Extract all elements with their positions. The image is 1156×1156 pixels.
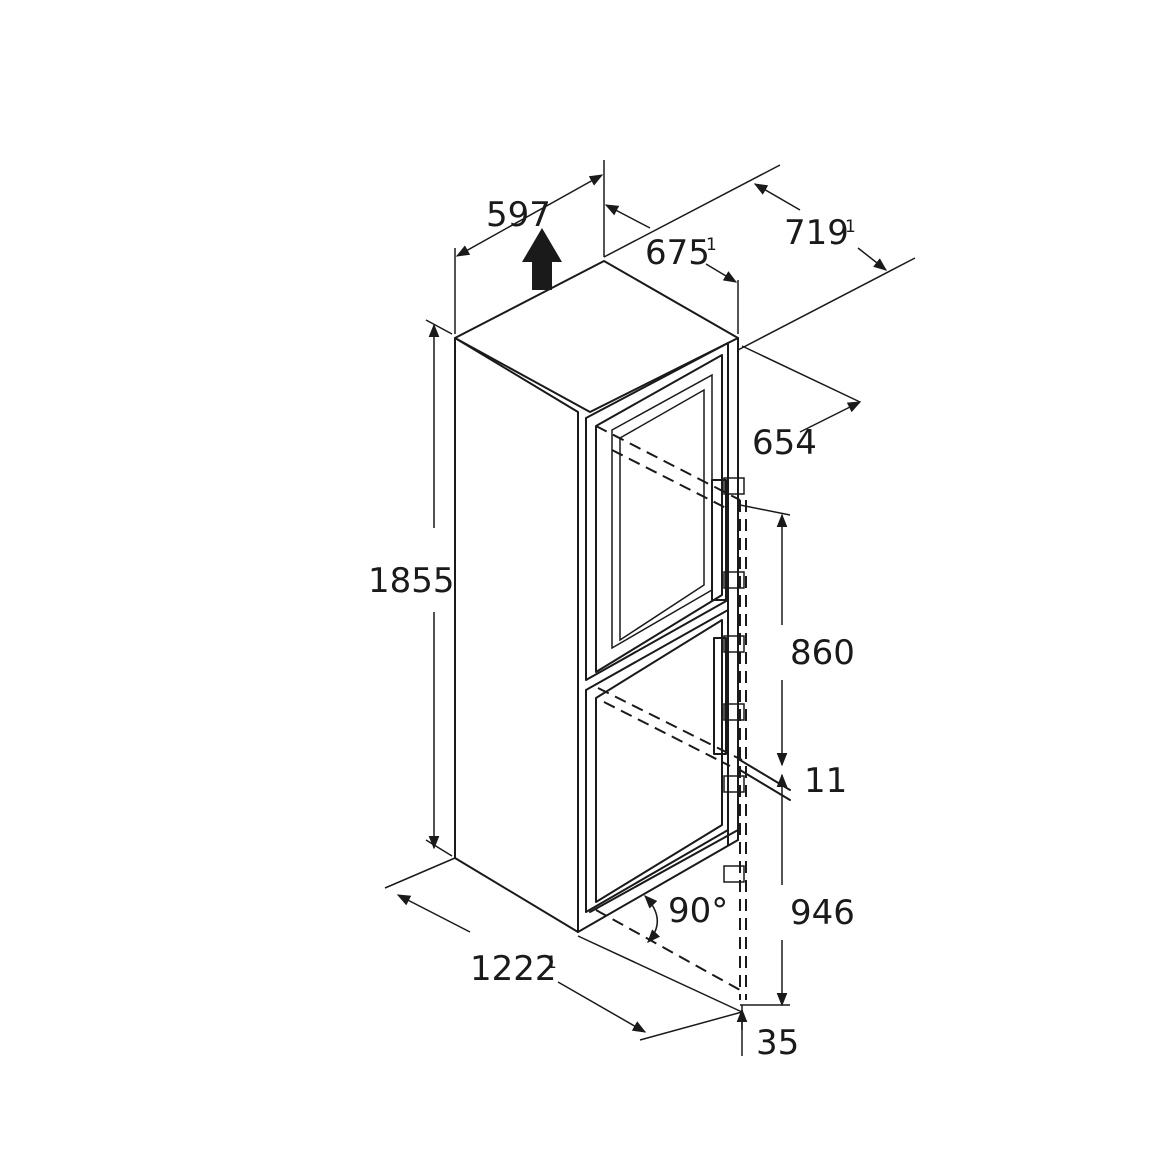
floor-label: 35 <box>756 1023 799 1063</box>
lower-door-label: 946 <box>790 893 855 933</box>
door-swing-footnote: 1 <box>546 953 557 973</box>
door-swing-outline <box>595 425 791 1000</box>
depth-label: 675 <box>645 233 710 273</box>
dimension-labels: 597 675 1 719 1 654 1855 860 11 946 35 1… <box>368 195 856 1063</box>
upper-door <box>585 342 729 681</box>
door-gap-label: 11 <box>804 761 847 801</box>
depth-footnote: 1 <box>706 235 717 255</box>
upper-door-label: 860 <box>790 633 855 673</box>
depth-body-label: 654 <box>752 423 817 463</box>
dimension-lines <box>384 160 916 1056</box>
lower-door <box>585 609 729 913</box>
angle-label: 90° <box>668 891 728 931</box>
depth-door-open-label: 719 <box>784 213 849 253</box>
width-label: 597 <box>486 195 551 235</box>
height-label: 1855 <box>368 561 455 601</box>
airflow-arrow-icon <box>522 228 562 290</box>
door-swing-label: 1222 <box>470 949 557 989</box>
depth-door-open-footnote: 1 <box>845 217 856 237</box>
